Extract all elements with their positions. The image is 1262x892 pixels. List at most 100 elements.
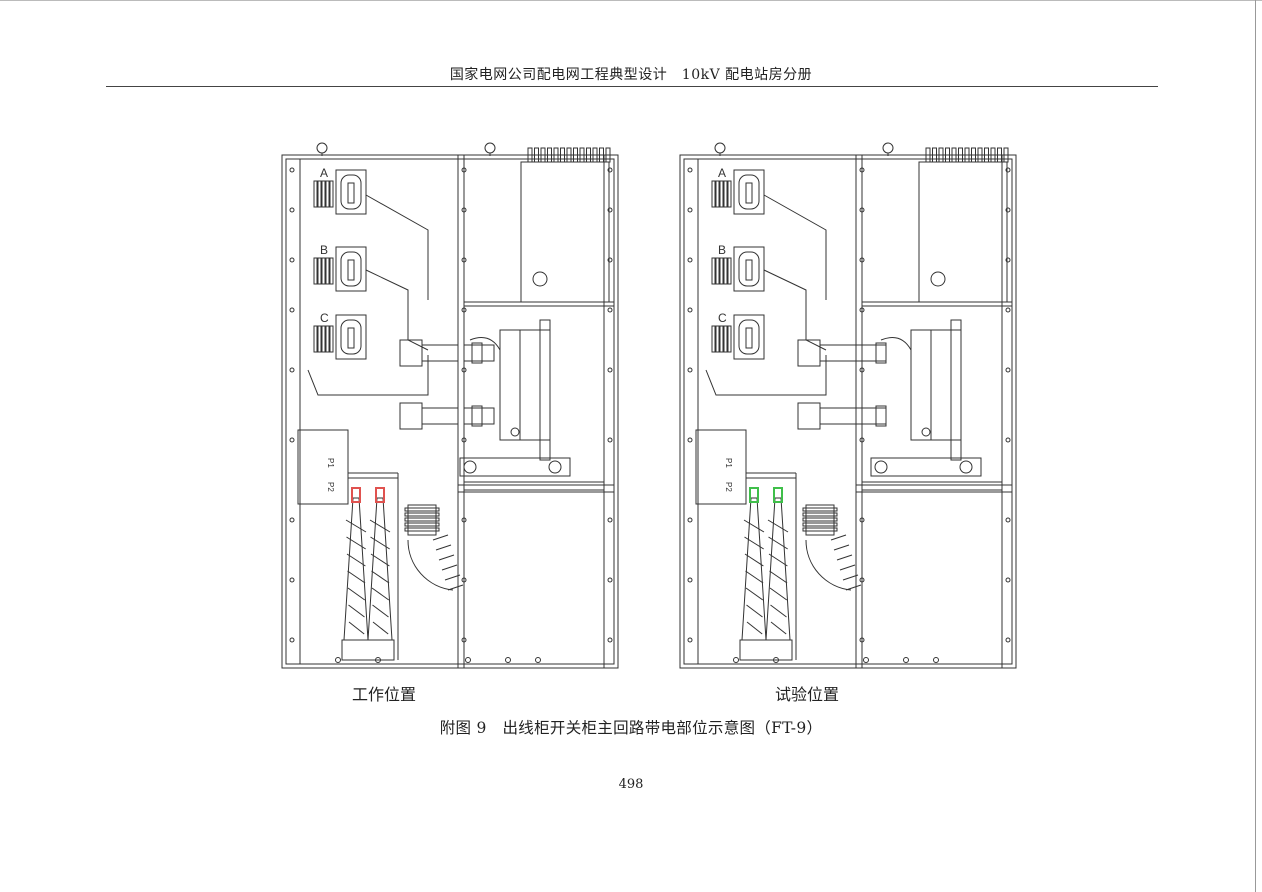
insulator-fin [715,180,720,208]
insulator-fin [719,180,724,208]
grille-slot [984,147,989,163]
stress-cone [346,536,366,550]
cable-termination [765,497,791,641]
contact-spout [399,402,423,430]
bolt [461,257,467,263]
rail [861,481,1003,491]
insulator-fin [313,325,318,353]
grille-slot [560,147,565,163]
insulator-fin [325,257,330,285]
insulator-fin [727,257,732,285]
top-instrument-box [918,161,1008,303]
grille-slot [925,147,931,163]
bolt [1005,207,1011,213]
insulator-fin [723,325,728,353]
stress-cone [372,604,389,618]
cabinet-inner-frame [285,158,615,665]
bolt [859,637,865,643]
stress-cone [372,621,389,635]
grille-slot [938,147,944,163]
insulator-fin [329,180,334,208]
arm-contact [875,342,887,364]
breaker-frame [539,319,551,461]
cabinet-inner-frame [683,158,1013,665]
stress-cone [745,587,764,601]
stress-cone [768,553,788,567]
arrester-fin [404,512,440,517]
stress-cone [745,570,764,584]
stress-cone [370,553,390,567]
lifting-eye-icon [484,142,496,154]
bolt [903,657,909,663]
bushing-oval [340,174,362,210]
stress-cone [744,536,764,550]
bushing-slot [347,259,355,281]
contact-spout [399,339,423,367]
bolt [859,577,865,583]
earth-switch-arc [805,539,852,591]
bolt [461,307,467,313]
insulator-fin [727,180,732,208]
stress-cone [371,587,390,601]
breaker-truck [870,457,982,477]
lifting-eye-icon [882,142,894,154]
stress-cone [746,621,763,635]
rail [463,481,605,491]
bolt [687,577,693,583]
breaker-arm [855,407,887,425]
cable-termination [367,497,393,641]
grille-slot [964,147,970,163]
bushing-slot [347,182,355,204]
insulator-fin [715,325,720,353]
inspection-hole [930,271,946,287]
figure-title: 附图 9 出线柜开关柜主回路带电部位示意图（FT-9） [439,719,823,737]
stress-cone [768,536,788,550]
stress-cone [347,570,366,584]
bolt [687,637,693,643]
bolt [859,167,865,173]
stress-cone [744,553,764,567]
grille-slot [527,147,533,163]
arrester-fin [802,522,838,527]
insulator-fin [317,257,322,285]
page-number: 498 [618,777,644,792]
bolt [607,257,613,263]
cabinet-frame [679,154,1017,669]
bolt [607,517,613,523]
insulator-fin [313,180,318,208]
bolt [687,167,693,173]
current-transformer [297,429,349,505]
earth-switch-fin [438,554,455,561]
insulator-fin [321,325,326,353]
bolt [859,257,865,263]
arrester-fin [802,512,838,517]
arrester-fin [404,507,440,512]
bolt [607,577,613,583]
caption-test-position: 试验位置 [775,685,840,704]
live-part-highlight [351,487,361,503]
bolt [859,307,865,313]
bushing-flange [335,314,367,360]
grille-slot [579,147,585,163]
grille-slot [932,147,937,163]
stress-cone [746,604,763,618]
insulator-fin [719,257,724,285]
bolt [289,437,295,443]
grille-slot [951,147,957,163]
bolt [607,367,613,373]
bushing-flange [335,246,367,292]
contact-spout [797,402,821,430]
insulator-fin [727,325,732,353]
bolt [1005,167,1011,173]
grille-slot [540,147,546,163]
bolt [289,367,295,373]
surge-arrester [805,504,835,536]
contact-spout [797,339,821,367]
ct-label: P2 [724,482,733,492]
cabinet-frame [281,154,619,669]
stress-cone [770,604,787,618]
live-part-highlight [773,487,783,503]
wheel-icon [548,460,562,474]
